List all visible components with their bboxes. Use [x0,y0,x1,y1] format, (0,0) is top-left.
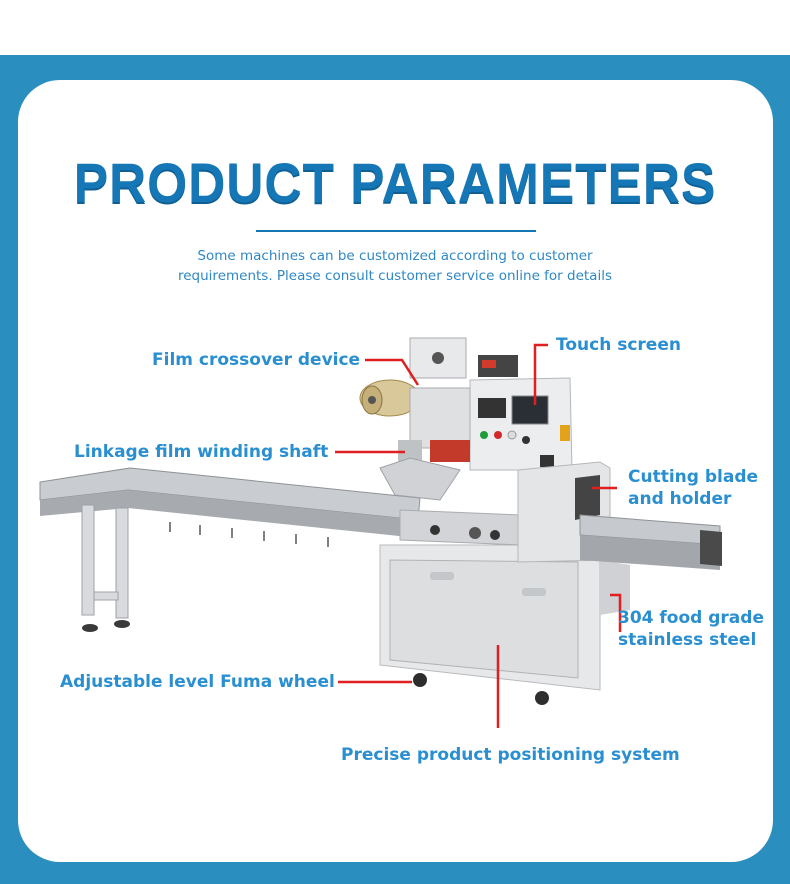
callout-cutting-blade: Cutting blade and holder [628,466,758,510]
callout-cutting-blade-line-1: Cutting blade [628,467,759,487]
callout-steel-line-1: 304 food grade [618,608,764,628]
leader-film-crossover [365,358,420,386]
page-subtitle: Some machines can be customized accordin… [0,246,790,286]
main-cabinet [379,544,630,705]
infeed-conveyor [39,467,421,632]
callout-steel-line-2: stainless steel [618,630,757,650]
callout-fuma-wheel: Adjustable level Fuma wheel [60,672,335,692]
outfeed-conveyor [579,514,722,570]
callout-linkage-film-winding-shaft: Linkage film winding shaft [74,442,329,462]
callout-touch-screen: Touch screen [556,335,681,355]
subtitle-line-2: requirements. Please consult customer se… [178,268,612,284]
front-panel [399,509,521,546]
callout-stainless-steel: 304 food grade stainless steel [618,607,764,651]
film-roll-assembly [359,337,471,501]
flow-wrap-machine-image [39,337,722,705]
page-title: PRODUCT PARAMETERS [73,151,717,214]
title-divider [256,230,536,232]
callout-positioning-system: Precise product positioning system [341,745,680,765]
callout-film-crossover-device: Film crossover device [152,350,361,370]
callout-cutting-blade-line-2: and holder [628,489,732,509]
subtitle-line-1: Some machines can be customized accordin… [197,248,593,264]
leader-touch-screen [533,343,548,405]
leader-steel [610,593,622,632]
control-tower [469,355,573,471]
